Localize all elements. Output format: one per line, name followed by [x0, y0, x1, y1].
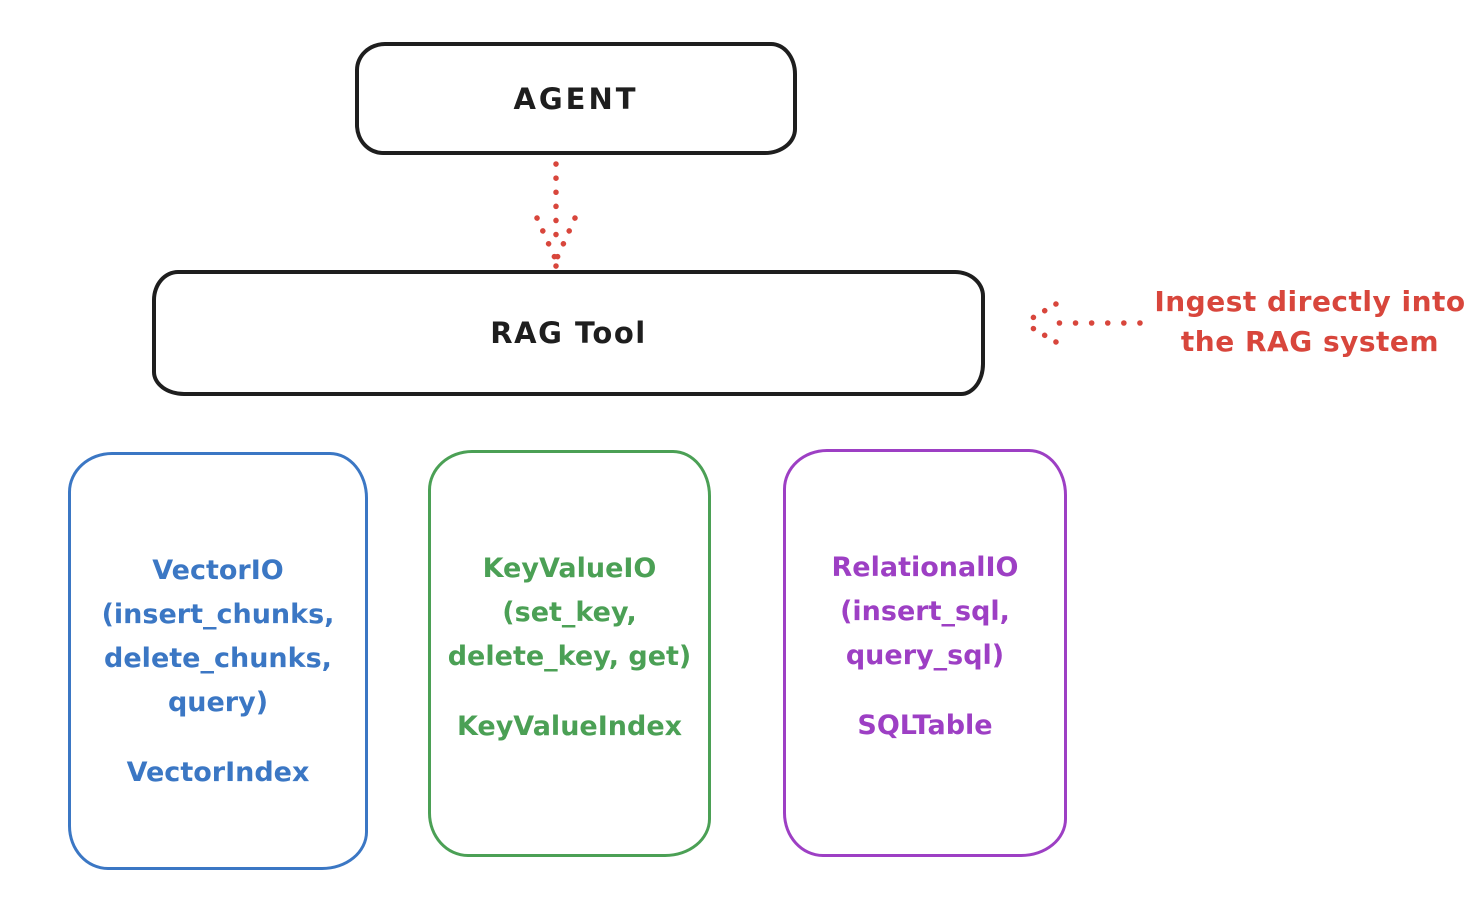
ingest-annotation-line1: Ingest directly into	[1154, 285, 1466, 318]
rag-tool-box: RAG Tool	[152, 270, 985, 396]
keyvalue-io-line: delete_key, get)	[447, 641, 692, 672]
ingest-annotation: Ingest directly into the RAG system	[1140, 282, 1480, 362]
ingest-annotation-line2: the RAG system	[1180, 325, 1440, 358]
relational-io-line: (insert_sql,	[840, 596, 1010, 627]
vector-io-line: (insert_chunks,	[101, 599, 335, 630]
relational-io-box: RelationalIO (insert_sql, query_sql) SQL…	[783, 449, 1067, 857]
agent-label: AGENT	[513, 81, 639, 116]
vector-io-line: VectorIO	[152, 555, 284, 586]
vector-index-label: VectorIndex	[126, 757, 310, 788]
agent-box: AGENT	[355, 42, 797, 155]
keyvalue-index-label: KeyValueIndex	[456, 711, 683, 742]
relational-io-line: query_sql)	[845, 640, 1005, 671]
keyvalue-io-line: KeyValueIO	[482, 553, 657, 584]
relational-io-line: RelationalIO	[831, 552, 1019, 583]
vector-io-line: query)	[167, 687, 269, 718]
agent-to-ragtool-arrow-icon	[534, 161, 578, 269]
rag-tool-label: RAG Tool	[490, 316, 647, 350]
vector-io-line: delete_chunks,	[104, 643, 332, 674]
ingest-arrow-icon	[1021, 301, 1143, 345]
vector-io-body: VectorIO (insert_chunks, delete_chunks, …	[71, 549, 365, 725]
relational-io-body: RelationalIO (insert_sql, query_sql)	[786, 546, 1064, 678]
sqltable-label: SQLTable	[857, 710, 993, 741]
vector-io-box: VectorIO (insert_chunks, delete_chunks, …	[68, 452, 368, 870]
keyvalue-io-box: KeyValueIO (set_key, delete_key, get) Ke…	[428, 450, 711, 857]
keyvalue-io-body: KeyValueIO (set_key, delete_key, get)	[431, 547, 708, 679]
keyvalue-io-line: (set_key,	[502, 597, 637, 628]
